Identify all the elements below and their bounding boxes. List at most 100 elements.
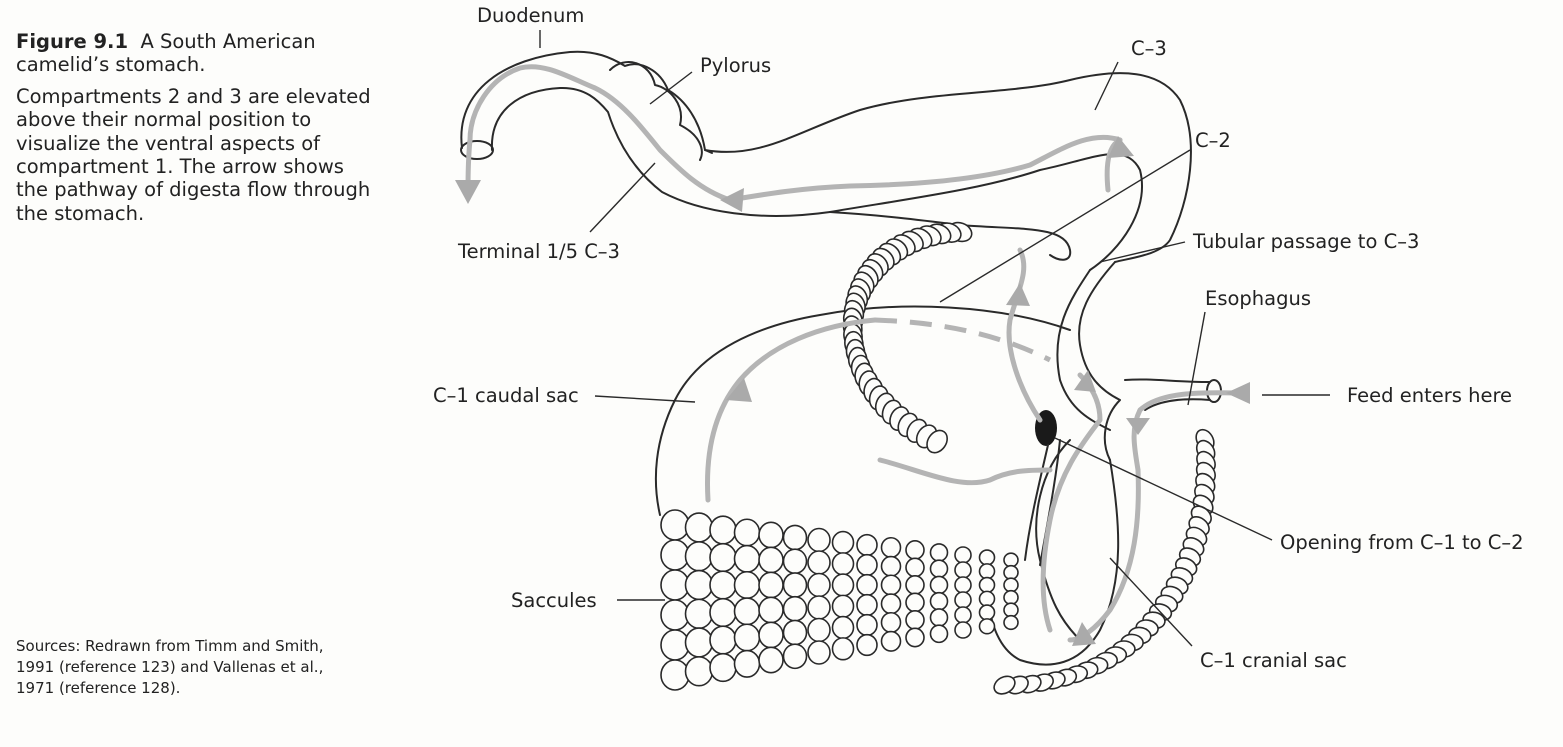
saccule-cell <box>905 627 925 648</box>
saccule-cell <box>929 591 949 611</box>
duodenum-opening <box>460 140 494 160</box>
saccule-cell <box>709 652 737 683</box>
saccule-cell <box>831 594 855 619</box>
saccule-cell <box>905 557 925 578</box>
label-feed-enters: Feed enters here <box>1347 384 1512 407</box>
flow-c3-body <box>727 134 1123 203</box>
flow-cranial-return <box>1040 372 1103 633</box>
saccule-cell <box>684 627 714 658</box>
figure-sources: Sources: Redrawn from Timm and Smith, 19… <box>16 637 324 697</box>
arrow-c3-up <box>1108 136 1134 158</box>
saccule-cell <box>978 563 996 580</box>
arrow-feed-in <box>1226 382 1250 404</box>
arrow-cranial-up <box>1074 370 1096 392</box>
saccule-cell <box>880 593 902 615</box>
pylorus-bulge <box>609 61 703 161</box>
saccule-cell <box>831 573 855 597</box>
saccule-cell <box>880 536 902 559</box>
saccule-cell <box>660 659 690 691</box>
label-c2: C–2 <box>1195 129 1231 152</box>
label-c1-cranial-sac: C–1 cranial sac <box>1200 649 1347 672</box>
leader-tubular-passage <box>1099 241 1186 263</box>
saccule-cell <box>880 574 902 596</box>
label-saccules: Saccules <box>511 589 597 612</box>
leader-c3 <box>1094 61 1119 111</box>
saccule-cell <box>807 527 831 553</box>
saccule-cell <box>733 623 761 652</box>
arrow-caudal-left <box>726 378 752 402</box>
label-opening-c1-c2: Opening from C–1 to C–2 <box>1280 531 1524 554</box>
saccule-cell <box>905 610 925 630</box>
figure-caption: Figure 9.1 A South American camelid’s st… <box>16 30 376 233</box>
saccule-cell <box>709 542 737 573</box>
saccule-cell <box>954 621 972 639</box>
flow-esophagus <box>1131 390 1243 473</box>
leader-terminal-c3 <box>589 162 656 233</box>
label-c3: C–3 <box>1131 37 1167 60</box>
arrow-cranial-down <box>1072 622 1096 646</box>
saccule-cell <box>856 593 878 617</box>
saccule-cell <box>905 540 925 560</box>
saccule-cell <box>782 643 808 670</box>
saccule-cell <box>709 570 737 600</box>
leader-c2 <box>939 149 1191 303</box>
saccule-cell <box>880 630 902 652</box>
saccule-cell <box>660 509 690 541</box>
flow-c3-terminal <box>465 64 733 203</box>
flow-to-caudal <box>877 457 1053 486</box>
diagram-labels: Duodenum Pylorus C–3 C–2 Terminal 1/5 C–… <box>433 4 1524 672</box>
c2-segments <box>842 221 973 454</box>
saccule-cell <box>831 552 855 576</box>
saccule-cell <box>758 621 784 649</box>
saccule-cell <box>782 524 808 551</box>
saccule-cell <box>905 592 925 613</box>
label-terminal-c3: Terminal 1/5 C–3 <box>457 240 620 263</box>
saccule-cell <box>684 541 714 572</box>
duodenum-lower-outline <box>490 86 831 217</box>
flow-cranial-sac <box>1067 467 1141 643</box>
saccule-cell <box>856 613 878 637</box>
saccule-cell <box>954 606 972 624</box>
leader-esophagus <box>1187 311 1206 406</box>
saccule-cell <box>978 576 996 594</box>
saccule-cell <box>856 633 878 657</box>
label-duodenum: Duodenum <box>477 4 584 27</box>
c3-lower-wall <box>829 153 1143 271</box>
saccule-cell <box>831 530 855 555</box>
saccule-cell <box>978 590 996 608</box>
leader-pylorus <box>649 71 693 105</box>
saccule-cell <box>684 569 714 601</box>
saccule-cell <box>954 591 972 609</box>
saccule-cell <box>709 625 737 655</box>
saccule-cell <box>807 550 831 575</box>
saccule-cell <box>733 544 761 573</box>
c1-cranial-sac-outline <box>988 459 1120 666</box>
saccule-cell <box>733 570 761 600</box>
figure-description: Compartments 2 and 3 are elevated above … <box>16 84 371 225</box>
tubular-passage-right <box>1078 261 1121 461</box>
label-esophagus: Esophagus <box>1205 287 1311 310</box>
arrow-c3-left <box>720 188 744 212</box>
leader-c1-cranial-sac <box>1109 557 1193 647</box>
saccule-cell <box>1003 564 1019 581</box>
saccule-cell <box>929 575 949 595</box>
saccule-cell <box>709 515 737 545</box>
figure-number: Figure 9.1 <box>16 30 129 53</box>
saccule-cell <box>782 572 808 598</box>
saccules-grid <box>660 509 1019 691</box>
saccule-cell <box>758 596 784 624</box>
c1-caudal-sac-outline <box>654 305 1071 516</box>
arrow-tubular-up <box>1006 283 1030 306</box>
saccule-cell <box>684 598 714 630</box>
saccule-cell <box>954 576 972 594</box>
leader-opening <box>1054 437 1273 541</box>
saccule-cell <box>856 533 878 557</box>
saccule-cell <box>733 597 761 626</box>
duodenum-outline <box>460 50 713 154</box>
saccule-cell <box>905 575 925 595</box>
digesta-flow-path <box>455 64 1250 646</box>
tubular-passage-left <box>1056 269 1111 431</box>
saccule-cell <box>954 561 972 579</box>
leader-c1-caudal-sac <box>594 395 696 403</box>
saccule-cell <box>758 571 784 599</box>
